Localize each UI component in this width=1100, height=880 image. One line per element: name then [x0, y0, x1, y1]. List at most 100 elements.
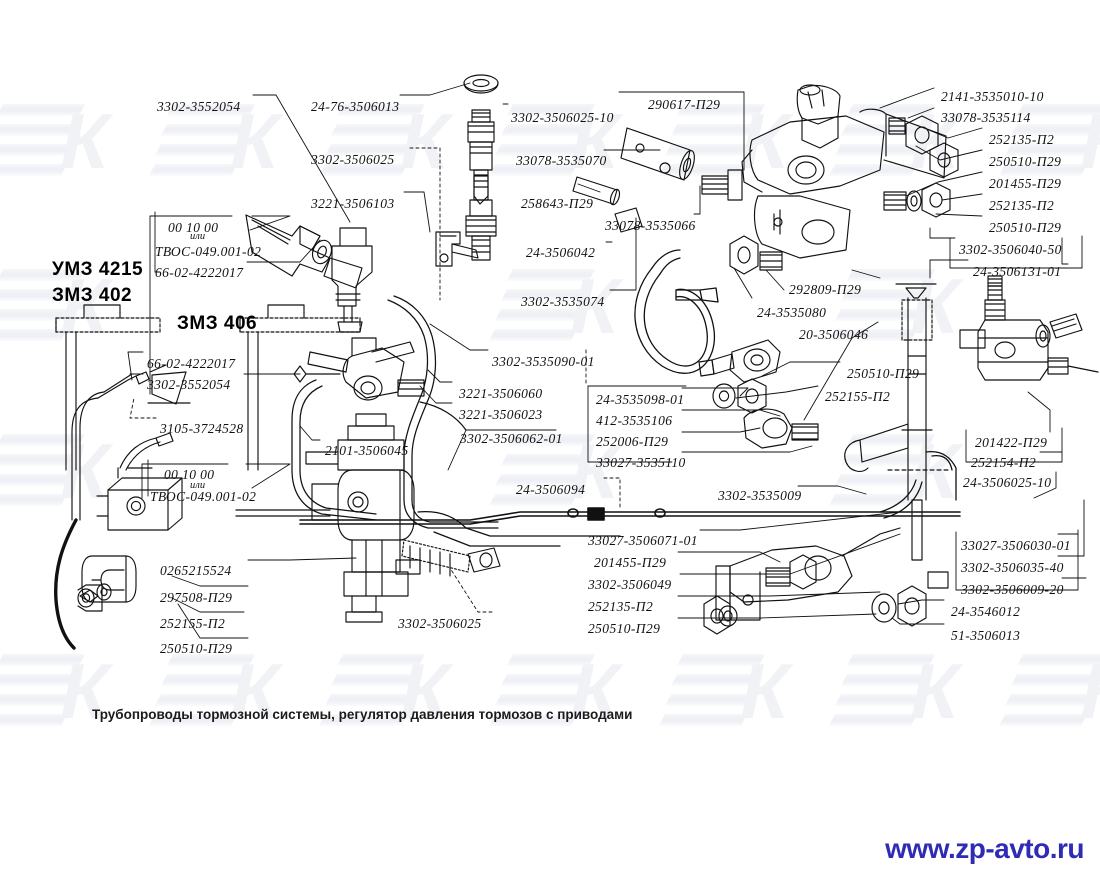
pin-33078-3535066 [572, 176, 621, 206]
part-label-l43: 00 10 00 [164, 467, 215, 482]
part-label-l36: 412-3535106 [596, 413, 673, 428]
part-label-l04: 290617-П29 [648, 97, 721, 112]
part-label-l20: 00 10 00 [168, 220, 219, 235]
brake-hose-coil [634, 249, 719, 374]
part-label-l27: 66-02-4222017 [147, 356, 236, 371]
part-label-l47: 3302-3535009 [718, 488, 802, 503]
part-label-l55: 297508-П29 [160, 590, 233, 605]
hose-fitting-3535074 [614, 207, 643, 233]
part-label-l49: 33027-3506030-01 [961, 538, 1071, 553]
part-label-l62: 250510-П29 [160, 641, 233, 656]
part-label-l41: 33027-3535110 [596, 455, 686, 470]
part-label-l31: 3221-3506060 [459, 386, 543, 401]
washer-nut-bottom-left [77, 583, 112, 612]
part-label-l38: 252006-П29 [596, 434, 669, 449]
tube-right-to-regulator [879, 450, 957, 519]
part-label-l22: 66-02-4222017 [155, 265, 244, 280]
part-label-l30: 250510-П29 [847, 366, 920, 381]
part-label-l39: 2101-3506045 [325, 443, 409, 458]
part-label-l44: 24-3506094 [516, 482, 586, 497]
part-label-l03: 3302-3506025-10 [511, 110, 614, 125]
part-label-l34: 3221-3506023 [459, 407, 543, 422]
site-url-watermark: www.zp-avto.ru [885, 833, 1084, 864]
part-label-l40: 201422-П29 [975, 435, 1048, 450]
part-label-l21: ТВОС-049.001-02 [155, 244, 262, 259]
part-label-l42: 252154-П2 [971, 455, 1037, 470]
alt-marker-ili-left-bottom: или [190, 480, 206, 491]
part-label-l05: 2141-3535010-10 [941, 89, 1044, 104]
part-label-l25: 24-3535080 [757, 305, 827, 320]
part-label-l59: 252155-П2 [160, 616, 226, 631]
part-label-l13: 3221-3506103 [311, 196, 395, 211]
engine-header-zmz-402: ЗМЗ 402 [52, 285, 133, 306]
part-label-l09: 3302-3506025 [311, 152, 395, 167]
part-label-l60: 250510-П29 [588, 621, 661, 636]
frame-rail-center [239, 304, 361, 471]
part-label-l19: 24-3506131-01 [973, 264, 1062, 279]
part-label-l10: 33078-3535070 [516, 153, 607, 168]
part-label-l57: 3302-3506025 [398, 616, 482, 631]
part-label-l46: ТВОС-049.001-02 [150, 489, 257, 504]
part-label-l24: 3302-3535074 [521, 294, 605, 309]
hose-left-lower [53, 518, 78, 650]
pipe-33078-3535070 [620, 127, 695, 181]
alt-marker-ili-left-top: или [190, 231, 206, 242]
part-label-l29: 3302-3552054 [147, 377, 231, 392]
tube-clip-group-bottom-center [401, 539, 501, 577]
fitting-258643 [465, 175, 497, 261]
brake-tube-left [71, 364, 167, 521]
pressure-regulator-column [844, 283, 949, 561]
part-label-l23: 292809-П29 [789, 282, 862, 297]
clip-24-3506042 [435, 231, 479, 267]
master-cyl-center [305, 413, 405, 471]
leader-lines [127, 82, 1087, 639]
part-label-l11: 201455-П29 [989, 176, 1062, 191]
engine-header-umz-4215: УМЗ 4215 [52, 259, 144, 280]
pedal-bracket-center [293, 337, 425, 401]
part-label-l51: 3302-3506035-40 [961, 560, 1064, 575]
part-label-l33: 24-3535098-01 [596, 392, 685, 407]
part-label-l45: 24-3506025-10 [963, 475, 1052, 490]
brake-tubing-runs [235, 295, 621, 547]
washer-nut-center-right [712, 378, 767, 414]
part-label-l01: 3302-3552054 [157, 99, 241, 114]
part-label-l54: 3302-3506009-20 [961, 582, 1064, 597]
frame-rail-left [55, 304, 161, 471]
part-label-l53: 3302-3506049 [588, 577, 672, 592]
washer-nut-bottom-right [871, 571, 949, 627]
regulator-mount-bracket [743, 408, 819, 449]
engine-header-zmz-406: ЗМЗ 406 [177, 313, 258, 334]
part-label-l16: 250510-П29 [989, 220, 1062, 235]
figure-caption: Трубопроводы тормозной системы, регулято… [92, 707, 633, 722]
part-label-l35: 3105-3724528 [160, 421, 244, 436]
part-label-l61: 51-3506013 [951, 628, 1021, 643]
part-label-l32: 252155-П2 [825, 389, 891, 404]
part-label-l26: 20-3506046 [799, 327, 869, 342]
part-label-l08: 250510-П29 [989, 154, 1062, 169]
bolt-290617 [701, 169, 743, 201]
connector-24-3535098 [698, 339, 781, 383]
part-label-l58: 24-3546012 [951, 604, 1021, 619]
part-label-l56: 252135-П2 [588, 599, 654, 614]
group-brackets [147, 211, 1083, 591]
part-label-l06: 33078-3535114 [941, 110, 1031, 125]
part-label-l07: 252135-П2 [989, 132, 1055, 147]
part-label-l18: 24-3506042 [526, 245, 596, 260]
part-label-l52: 0265215524 [160, 563, 232, 578]
hose-fitting-top-left [245, 214, 363, 289]
elbow-fitting-center [331, 227, 373, 333]
part-label-l14: 258643-П29 [521, 196, 594, 211]
regulator-valve-body [959, 275, 1099, 381]
part-label-l17: 3302-3506040-50 [959, 242, 1062, 257]
bolt-stack-top-right [729, 115, 959, 275]
master-cylinder-assembly [741, 84, 947, 259]
part-label-l48: 33027-3506071-01 [588, 533, 698, 548]
part-label-l28: 3302-3535090-01 [492, 354, 595, 369]
washer-top [463, 74, 499, 94]
part-label-l15: 33078-3535066 [605, 218, 696, 233]
part-label-l50: 201455-П29 [594, 555, 667, 570]
fitting-3302-3506025 [467, 109, 495, 205]
part-label-l12: 252135-П2 [989, 198, 1055, 213]
